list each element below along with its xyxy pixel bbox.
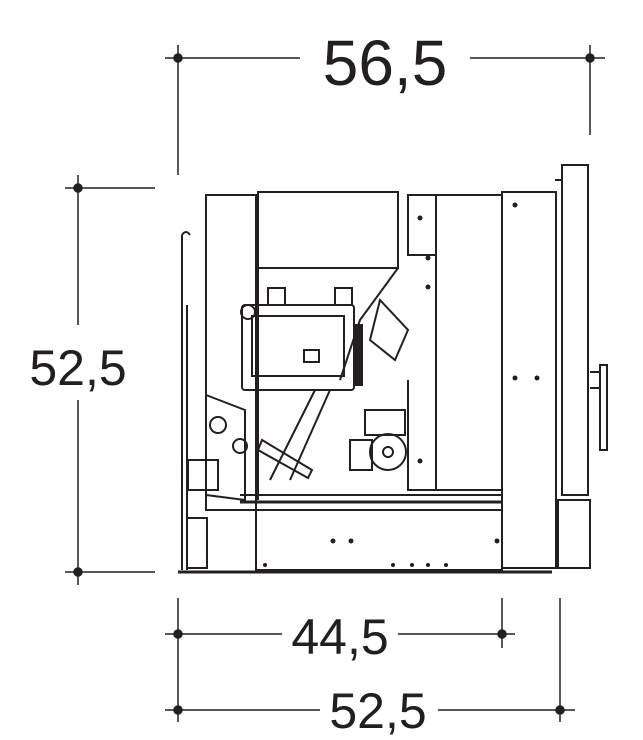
dimension-label-height: 52,5	[29, 340, 126, 396]
dimension-top: 56,5	[165, 27, 605, 175]
dimension-bottom-inner: 44,5	[165, 598, 515, 722]
dimension-label-outer-depth: 52,5	[329, 683, 426, 739]
stove-side-view	[178, 164, 608, 574]
dimension-label-width: 56,5	[323, 27, 448, 99]
dimension-bottom-outer: 52,5	[165, 598, 575, 739]
dimension-left: 52,5	[29, 175, 155, 585]
dimension-label-inner-depth: 44,5	[291, 609, 388, 665]
